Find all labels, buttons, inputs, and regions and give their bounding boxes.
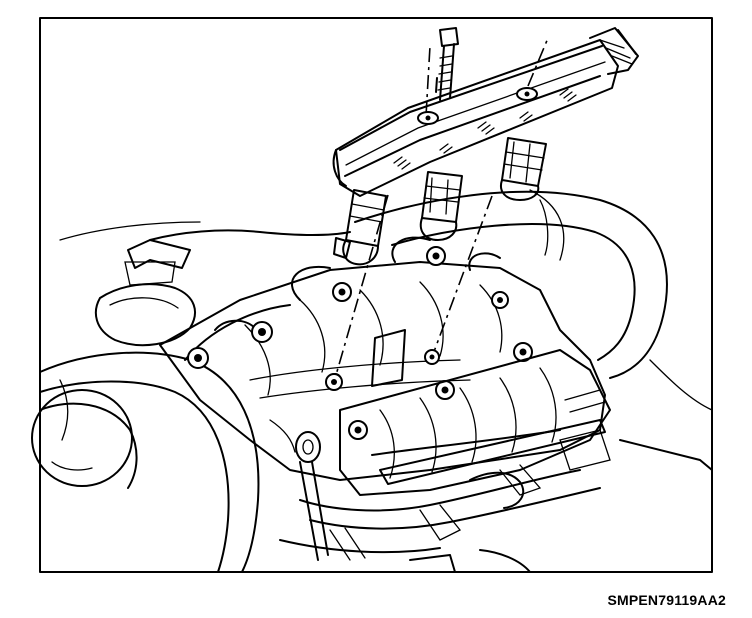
wiring-harness <box>279 389 611 573</box>
oil-dipstick <box>269 419 329 561</box>
alignment-lines <box>333 37 549 383</box>
spark-plug-wells <box>325 349 440 391</box>
coil-boot-right <box>500 137 547 201</box>
edge-detail-2 <box>619 439 713 471</box>
coil-boot-center <box>419 171 463 241</box>
frame-border <box>39 17 713 573</box>
edge-detail-3 <box>649 359 713 411</box>
ignition-coil-module <box>332 27 639 197</box>
figure-code-label: SMPEN79119AA2 <box>607 592 726 608</box>
camshaft-cover <box>339 349 611 496</box>
coil-mounting-bolt <box>435 27 459 101</box>
cylinder-head <box>159 236 606 481</box>
edge-detail-1 <box>59 379 69 441</box>
intake-duct <box>354 189 668 379</box>
coil-boot-left <box>333 189 387 266</box>
cylinder-head-bolts <box>187 246 533 440</box>
throttle-body <box>31 351 260 573</box>
fuel-rail-bracket <box>59 221 351 347</box>
